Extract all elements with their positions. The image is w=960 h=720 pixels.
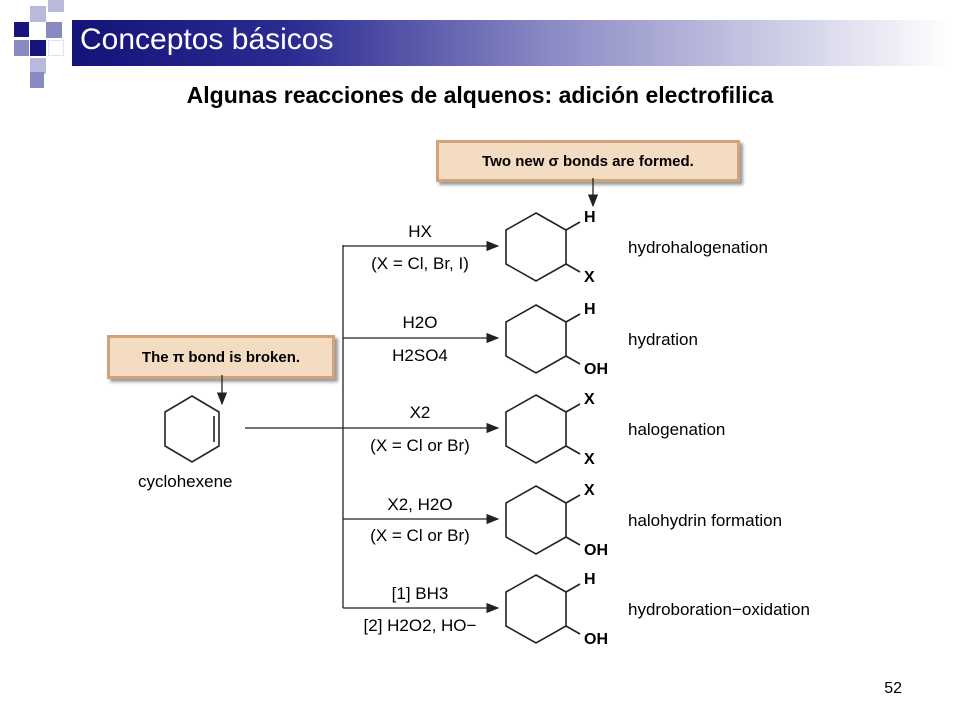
substituent-top-3: X	[584, 391, 595, 408]
substituent-bottom-5: OH	[584, 631, 608, 648]
reagent-bottom-2: H2SO4	[392, 346, 448, 365]
reagent-bottom-1: (X = Cl, Br, I)	[371, 254, 469, 273]
cyclohexene-label: cyclohexene	[138, 472, 233, 491]
substituent-bottom-1: X	[584, 269, 595, 286]
substituent-bottom-3: X	[584, 451, 595, 468]
reaction-name-2: hydration	[628, 330, 698, 349]
substituent-top-5: H	[584, 571, 596, 588]
deco-square-3	[48, 0, 64, 12]
deco-square-5	[30, 40, 46, 56]
reaction-name-1: hydrohalogenation	[628, 238, 768, 257]
reagent-bottom-4: (X = Cl or Br)	[370, 526, 470, 545]
product-ring-3	[505, 394, 581, 464]
reaction-name-4: halohydrin formation	[628, 511, 783, 530]
deco-square-1	[14, 22, 29, 37]
slide-title: Conceptos básicos	[80, 23, 334, 56]
reagent-top-1: HX	[408, 222, 432, 241]
reagent-bottom-3: (X = Cl or Br)	[370, 436, 470, 455]
product-ring-4	[505, 485, 581, 555]
product-ring-2	[505, 304, 581, 374]
reagent-bottom-5: [2] H2O2, HO−	[363, 616, 477, 635]
reaction-name-3: halogenation	[628, 420, 726, 439]
reagent-top-5: [1] BH3	[391, 584, 449, 603]
substituent-bottom-4: OH	[584, 542, 608, 559]
substituent-top-2: H	[584, 301, 596, 318]
reagent-top-3: X2	[409, 403, 431, 422]
substituent-top-1: H	[584, 209, 596, 226]
page-number: 52	[884, 680, 902, 697]
callout-sigma-bonds: Two new σ bonds are formed.	[436, 140, 740, 182]
deco-square-8	[48, 40, 64, 56]
deco-square-7	[30, 58, 46, 74]
title-bar	[72, 20, 952, 66]
product-ring-5	[505, 574, 581, 644]
deco-square-4	[46, 22, 62, 38]
deco-square-6	[14, 40, 29, 56]
cyclohexene-ring	[164, 395, 220, 463]
deco-square-9	[30, 72, 44, 88]
reagent-top-2: H2O	[402, 313, 438, 332]
callout-pi-bond: The π bond is broken.	[107, 335, 335, 379]
substituent-top-4: X	[584, 482, 595, 499]
reaction-name-5: hydroboration−oxidation	[628, 600, 810, 619]
deco-square-2	[30, 6, 46, 22]
slide-subtitle: Algunas reacciones de alquenos: adición …	[186, 82, 774, 108]
product-ring-1	[505, 212, 581, 282]
substituent-bottom-2: OH	[584, 361, 608, 378]
reagent-top-4: X2, H2O	[387, 495, 453, 514]
